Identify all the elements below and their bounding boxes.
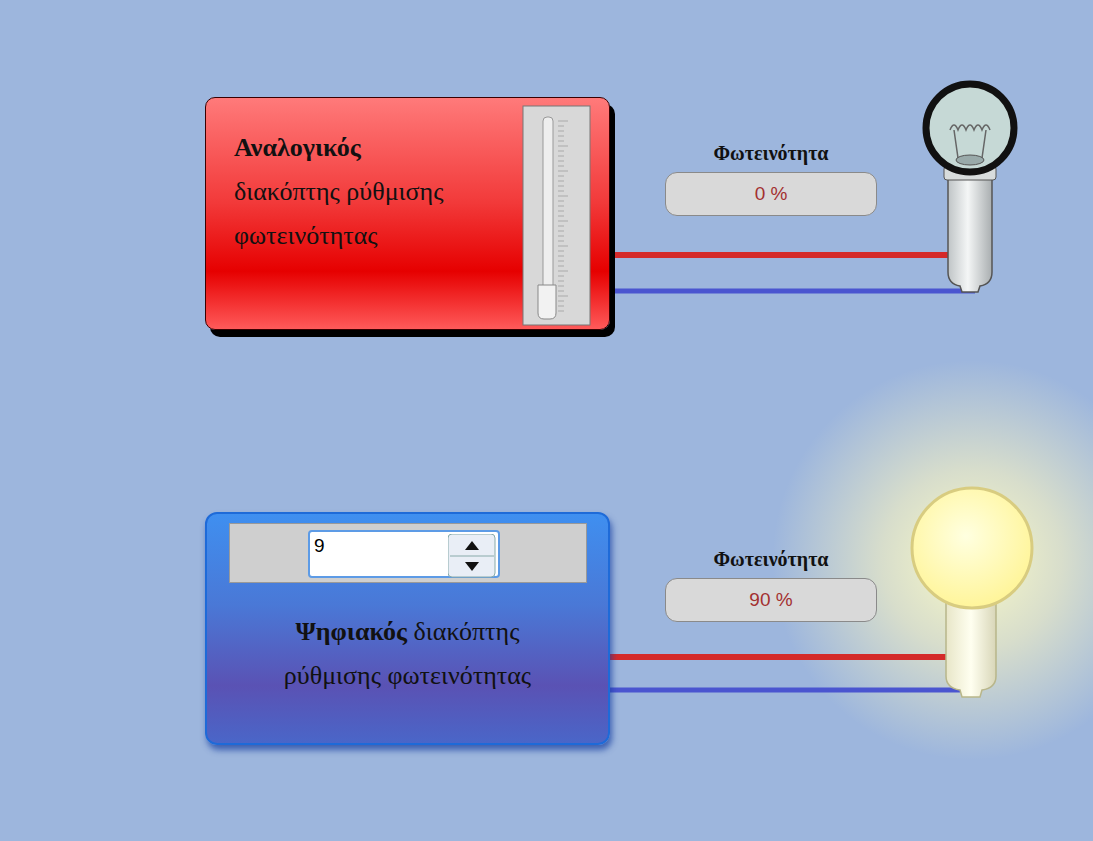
slider-track (543, 117, 553, 313)
switch-label-inner: Ψηφιακός διακόπτης ρύθμισης φωτεινότητας (258, 610, 558, 698)
red-wire (610, 654, 950, 660)
display-heading: Φωτεινότητα (665, 546, 877, 572)
display-heading: Φωτεινότητα (665, 140, 877, 166)
blue-wire (610, 688, 975, 693)
bulb-glass (912, 488, 1032, 608)
bulb-on (912, 488, 1032, 697)
bulb-off (926, 84, 1014, 292)
input-value: 9 (310, 532, 498, 557)
slider-control (522, 105, 592, 327)
bulb-glass (926, 84, 1014, 172)
slider-panel (523, 106, 590, 325)
slider-knob (538, 285, 556, 319)
brightness-display: Φωτεινότητα 0 % (665, 140, 877, 216)
switch-description: διακόπτης ρύθμισης φωτεινότητας (234, 177, 444, 250)
switch-label: Ψηφιακός διακόπτης ρύθμισης φωτεινότητας (207, 610, 608, 698)
blue-wire (610, 289, 975, 294)
bulb-base (948, 170, 992, 292)
display-value: 90 % (665, 578, 877, 622)
spinner-frame (448, 534, 495, 577)
spinner-buttons (448, 534, 496, 578)
red-wire (610, 252, 952, 258)
bulb-base (946, 602, 996, 697)
digital-switch-box: Ψηφιακός διακόπτης ρύθμισης φωτεινότητας… (205, 512, 610, 745)
display-value: 0 % (665, 172, 877, 216)
switch-type: Αναλογικός (234, 126, 464, 170)
brightness-display: Φωτεινότητα 90 % (665, 546, 877, 622)
up-arrow (465, 541, 479, 550)
switch-type: Ψηφιακός (296, 617, 408, 646)
down-arrow (465, 562, 479, 571)
switch-label: Αναλογικός διακόπτης ρύθμισης φωτεινότητα… (206, 98, 464, 258)
spinner-divider (450, 556, 494, 557)
slider-ticks (558, 121, 568, 311)
bulb-stem (956, 155, 984, 165)
filament (950, 125, 990, 158)
number-input: 9 (308, 530, 500, 578)
analog-switch-box: Αναλογικός διακόπτης ρύθμισης φωτεινότητα… (205, 97, 610, 330)
